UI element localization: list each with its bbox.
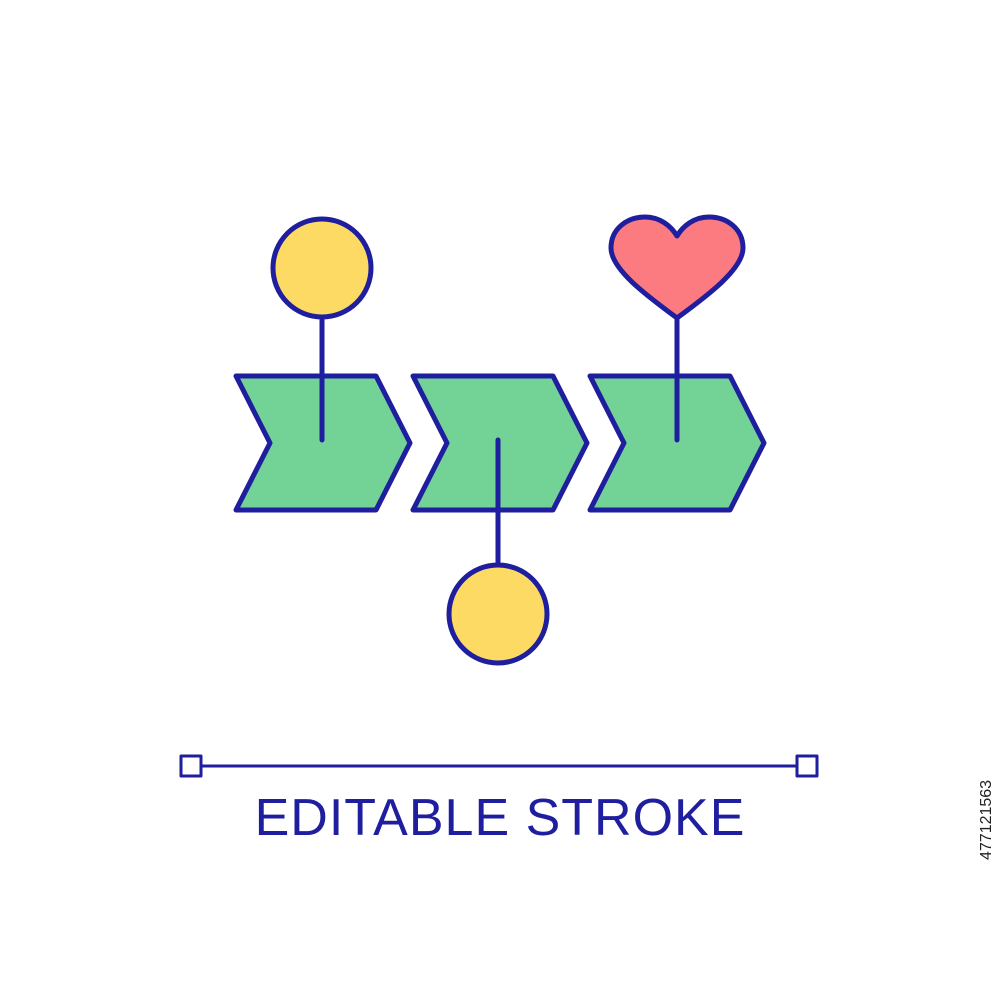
stroke-ruler-handle-right [795, 754, 819, 778]
editable-stroke-caption: EDITABLE STROKE [254, 789, 746, 847]
circle-marker-icon [446, 562, 550, 666]
circle-marker-icon [270, 216, 374, 320]
chevron-arrow-icon [233, 373, 413, 513]
stroke-ruler-handle-left [179, 754, 203, 778]
chevron-arrow-icon [587, 373, 767, 513]
stock-image-id: 477121563 [978, 779, 995, 860]
heart-marker-icon [608, 214, 746, 321]
